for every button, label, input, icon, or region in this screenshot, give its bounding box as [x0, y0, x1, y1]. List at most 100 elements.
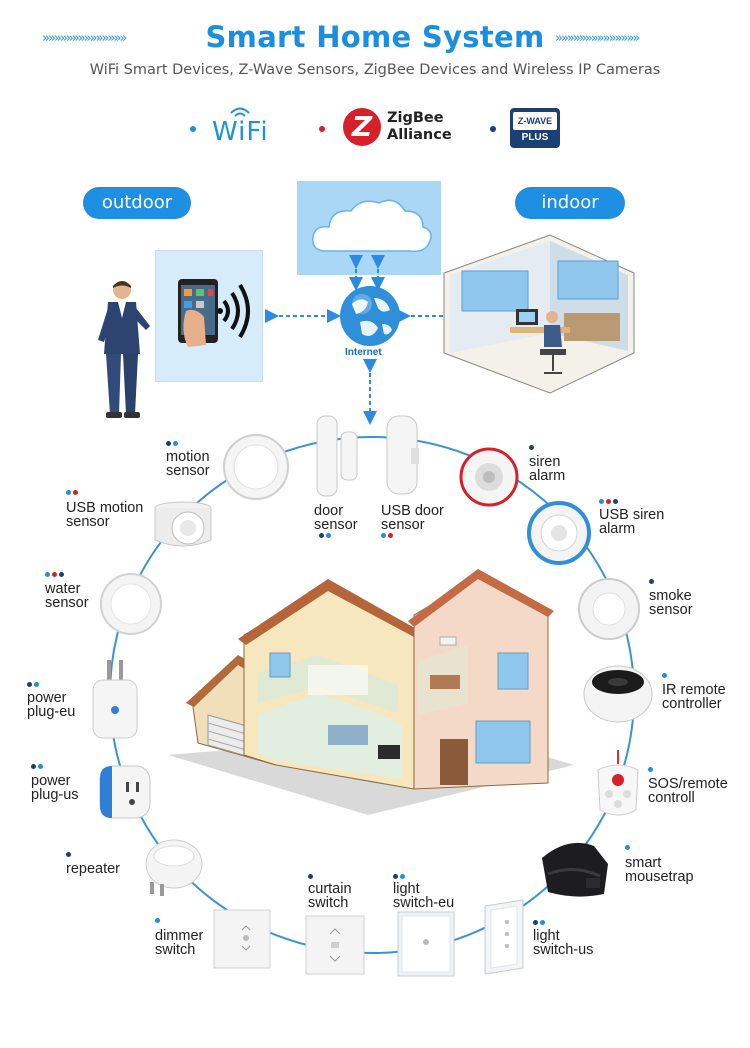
zigbee-dot [319, 126, 325, 132]
device-dots [599, 499, 620, 504]
protocol-dot [599, 499, 604, 504]
usb-door-sensor-illustration [386, 415, 419, 495]
protocol-dot [326, 533, 331, 538]
device-label-line2: sensor [381, 517, 425, 533]
device-dots [45, 572, 66, 577]
device-label-line1: repeater [66, 861, 121, 877]
siren-alarm-illustration [459, 447, 519, 507]
device-label-line2: sensor [66, 514, 110, 530]
zwave-dot [490, 126, 496, 132]
protocol-dot [400, 874, 405, 879]
protocol-dot [155, 918, 160, 923]
wifi-dot [190, 126, 196, 132]
device-dots [319, 533, 333, 538]
device-dots [648, 767, 655, 772]
protocol-dot [649, 579, 654, 584]
cloud-icon [312, 199, 432, 253]
zwave-logo-top: Z-WAVE [513, 112, 557, 130]
protocol-dot [625, 845, 630, 850]
device-dots [393, 874, 407, 879]
protocol-dot [166, 441, 171, 446]
device-label-line2: controller [662, 696, 722, 712]
protocol-dot [529, 445, 534, 450]
protocol-dot [308, 874, 313, 879]
zigbee-logo-line1: ZigBee [387, 110, 444, 126]
device-label-line1: dimmer [155, 928, 204, 944]
page-subtitle: WiFi Smart Devices, Z-Wave Sensors, ZigB… [89, 62, 661, 78]
device-label-line2: switch-eu [393, 895, 455, 911]
protocol-dot [173, 441, 178, 446]
protocol-dot [27, 682, 32, 687]
protocol-dot [381, 533, 386, 538]
device-label-line1: USB siren [599, 507, 665, 523]
zigbee-z-icon: Z [343, 108, 381, 146]
protocol-dot [319, 533, 324, 538]
smoke-sensor-illustration [578, 578, 640, 640]
zigbee-logo-line2: Alliance [387, 127, 452, 143]
protocol-dot [606, 499, 611, 504]
protocol-dot [393, 874, 398, 879]
zigbee-logo: Z ZigBee Alliance [343, 108, 453, 152]
light-switch-us-illustration [484, 899, 524, 975]
protocol-dot [66, 490, 71, 495]
protocol-dot [45, 572, 50, 577]
device-label-line2: switch-us [533, 942, 594, 958]
device-label-line2: plug-us [31, 787, 79, 803]
device-label-line2: mousetrap [625, 869, 694, 885]
device-label-line1: siren [529, 454, 561, 470]
right-chevron-decoration: »»»»»»»»»»»»»» [555, 31, 640, 46]
device-label-line1: door [314, 503, 344, 519]
device-label-line1: USB motion [66, 500, 144, 516]
protocol-dot [34, 682, 39, 687]
device-label-line2: switch [308, 895, 349, 911]
device-label-line2: alarm [599, 521, 636, 537]
zwave-plus-logo: Z-WAVE PLUS [510, 108, 560, 148]
device-dots [662, 673, 669, 678]
device-label-line2: controll [648, 790, 695, 806]
internet-globe-icon [340, 286, 400, 346]
smart-mousetrap-illustration [542, 842, 608, 897]
wifi-signal-icon [230, 107, 250, 117]
sos-remote-illustration [597, 750, 639, 816]
smartphone-panel [155, 250, 263, 382]
protocol-dot [533, 920, 538, 925]
device-dots [649, 579, 656, 584]
device-label-line2: switch [155, 942, 196, 958]
device-label-line2: sensor [45, 595, 89, 611]
protocol-dot [540, 920, 545, 925]
protocol-dot [66, 852, 71, 857]
device-label-line2: sensor [166, 463, 210, 479]
curtain-switch-illustration [305, 915, 365, 975]
zwave-logo-bottom: PLUS [521, 132, 549, 143]
device-dots [31, 764, 45, 769]
device-label-line2: alarm [529, 468, 566, 484]
wifi-logo-text: WiFi [212, 117, 269, 147]
ir-remote-controller-illustration [583, 665, 653, 723]
device-label-line1: power [27, 690, 67, 706]
usb-siren-alarm-illustration [527, 501, 591, 565]
device-dots [308, 874, 315, 879]
protocol-dot [388, 533, 393, 538]
device-label-line1: IR remote [662, 682, 726, 698]
device-dots [529, 445, 536, 450]
device-label-line2: sensor [314, 517, 358, 533]
device-label-line1: smoke [649, 588, 692, 604]
wifi-logo: WiFi [212, 107, 269, 147]
dimmer-switch-illustration [213, 909, 271, 969]
person-with-phone-illustration [98, 281, 150, 418]
protocol-dot [52, 572, 57, 577]
device-label: repeater [66, 861, 121, 877]
device-dots [533, 920, 547, 925]
device-label-line2: plug-eu [27, 704, 76, 720]
